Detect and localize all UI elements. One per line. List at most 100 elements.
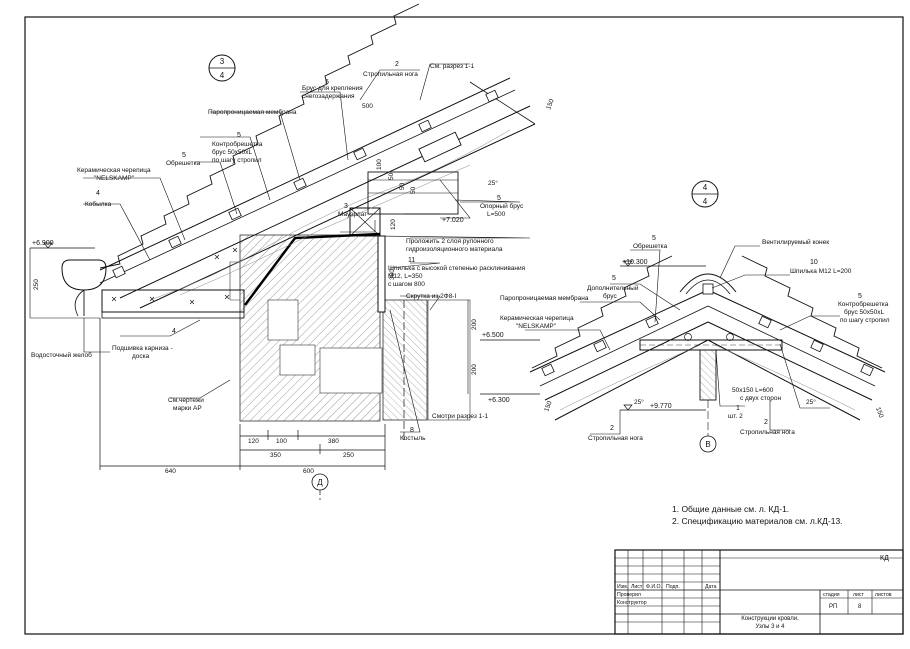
label-batten-num-2: 5	[652, 235, 656, 242]
label-stud-num-2: 10	[810, 259, 818, 266]
label-waterproof-line2: гидроизоляционного материала	[406, 246, 503, 253]
label-batten: Обрешетка	[166, 159, 201, 167]
level-9770: +9.770	[650, 403, 672, 410]
label-see-ar-line1: См.чертежи	[168, 397, 204, 404]
dim-250h: 250	[343, 452, 354, 459]
label-bracket-num: 8	[410, 427, 414, 434]
label-tile-line2: "NELSKAMP"	[94, 175, 135, 182]
dim-50a: 50	[388, 172, 395, 180]
label-gutter: Водосточный желоб	[31, 351, 92, 359]
label-membrane-2: Паропроницаемая мембрана	[500, 294, 589, 302]
label-counter2-line2: брус 50x50xL	[844, 308, 884, 316]
ridge-beam	[702, 283, 714, 295]
stamp-stage-label: стадия	[823, 592, 840, 598]
label-ridge: Вентилируемый конек	[762, 238, 829, 246]
dim-600: 600	[303, 468, 314, 475]
label-mauerlat-num: 3	[344, 203, 348, 210]
label-stud-line3: с шагом 800	[388, 281, 425, 288]
stamp-header-podp: Подп.	[666, 584, 680, 590]
axis-label-v: В	[705, 440, 710, 449]
label-bracket: Костыль	[400, 435, 426, 442]
stamp-title-line1: Конструкции кровли.	[741, 616, 799, 622]
dim-200a: 200	[471, 319, 478, 330]
label-rafter: Стропильная нога	[363, 71, 418, 78]
axis-marker-d	[311, 473, 329, 491]
label-counter-num: 5	[237, 132, 241, 139]
level-marks-3-4	[30, 213, 540, 395]
label-soffit-line2: доска	[132, 353, 150, 360]
dim-50c: 50	[410, 186, 417, 194]
label-snow-num: 5	[325, 79, 329, 86]
stamp-sheet: 8	[858, 604, 862, 610]
stamp-sheets-label: листов	[875, 592, 892, 598]
label-counter-line1: Контробрешетка	[212, 140, 263, 148]
dim-380v: 380	[389, 269, 396, 280]
waterproof-layer	[244, 232, 381, 306]
lintel-block	[319, 347, 383, 394]
stamp-designer: Конструктор	[617, 600, 647, 606]
leaders-4-4	[525, 245, 840, 435]
title-block	[614, 549, 904, 635]
dim-380: 380	[328, 438, 339, 445]
label-batten-num: 5	[182, 152, 186, 159]
angle-25: 25°	[488, 179, 498, 187]
label-extra-line2: брус	[603, 292, 617, 300]
label-beam-num: 5	[497, 195, 501, 202]
label-tile2-line1: Керамическая черепица	[500, 315, 574, 322]
bracket-post	[377, 235, 386, 313]
node-4-4: 4 4	[500, 180, 890, 453]
label-waterproof-line1: Проложить 2 слоя рулонного	[406, 238, 494, 245]
level-6500: +6.500	[482, 332, 504, 339]
label-stud-2: Шпилька М12 L=200	[790, 268, 852, 275]
angle-right: 25°	[806, 398, 816, 406]
label-plank-line1: 50x150 L=600	[732, 387, 774, 394]
label-tile2-line2: "NELSKAMP"	[516, 323, 557, 330]
stamp-title-line2: Узлы 3 и 4	[756, 624, 786, 630]
label-extra-num: 5	[612, 275, 616, 282]
node-marker-top-2: 4	[703, 183, 708, 192]
label-batten-2: Обрешетка	[633, 242, 668, 250]
level-10300: +10.300	[622, 259, 648, 266]
label-membrane: Паропроницаемая мембрана	[208, 108, 297, 116]
note-1: 1. Общие данные см. л. КД-1.	[672, 504, 790, 514]
dim-150-left: 150	[543, 400, 553, 413]
stamp-code: КД	[880, 555, 889, 562]
label-plank-line2: с двух сторон	[740, 395, 781, 402]
label-plank-qty: шт. 2	[728, 413, 743, 420]
concrete-belt	[382, 299, 428, 421]
label-see-section2: Смотри разрез 1-1	[432, 413, 488, 420]
dim-350: 350	[270, 452, 281, 459]
soffit-board	[101, 311, 245, 319]
label-stud-num: 11	[408, 257, 415, 264]
note-2: 2. Спецификацию материалов см. л.КД-13.	[672, 516, 843, 526]
label-rafter-right: Стропильная нога	[740, 429, 795, 436]
stamp-header-fio: Ф.И.О.	[646, 584, 662, 590]
label-counter2-line3: по шагу стропил	[840, 317, 890, 324]
axis-marker-v	[699, 435, 717, 453]
label-rafter-num: 2	[395, 61, 399, 68]
title-block-text: КД Изм. Лист Ф.И.О. Подп. Дата Проверил …	[617, 555, 892, 630]
node-marker-3-4: 3 4	[208, 54, 236, 82]
dim-640: 640	[165, 468, 176, 475]
label-counter2-line1: Контробрешетка	[838, 300, 889, 308]
dim-120v: 120	[390, 219, 397, 230]
general-notes: 1. Общие данные см. л. КД-1. 2. Специфик…	[672, 503, 843, 527]
stamp-stage: РП	[829, 604, 837, 610]
label-see-ar-line2: марки АР	[173, 405, 202, 412]
label-beam-line1: Опорный брус	[480, 202, 524, 210]
ridge-post	[699, 349, 717, 401]
gutter-profile	[61, 259, 107, 291]
angle-left: 25°	[634, 398, 644, 406]
level-7020: +7.020	[442, 217, 464, 224]
label-snow-line1: Брус для крепления	[302, 85, 363, 92]
dim-250v: 250	[33, 279, 40, 290]
label-see-section: См. разрез 1-1	[430, 63, 475, 70]
ridge-slopes	[529, 255, 886, 421]
dim-100h: 100	[276, 438, 287, 445]
dim-500: 500	[362, 103, 373, 110]
dim-200b: 200	[471, 364, 478, 375]
axis-label-d: Д	[317, 478, 323, 487]
label-beam-line2: L=500	[487, 211, 506, 218]
eaves-board	[101, 289, 245, 313]
